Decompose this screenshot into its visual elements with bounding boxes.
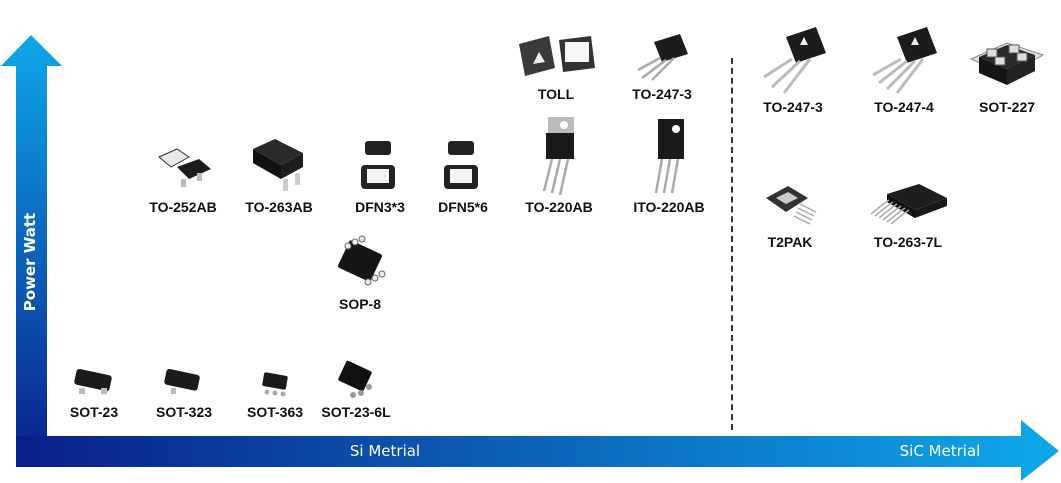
- sot323-icon: [129, 330, 239, 400]
- sot363-icon: [220, 330, 330, 400]
- to2473-icon: [607, 27, 717, 82]
- package-dfn5x6: DFN5*6: [408, 125, 518, 215]
- package-to-220ab: TO-220AB: [504, 115, 614, 215]
- package-to-263ab: TO-263AB: [224, 125, 334, 215]
- package-to-247-4: TO-247-4: [849, 25, 959, 115]
- package-t2pak: T2PAK: [735, 160, 845, 250]
- package-to-247-3-sic: TO-247-3: [738, 25, 848, 115]
- to252ab-icon: [128, 125, 238, 195]
- to263ab-icon: [224, 125, 334, 195]
- sop8-icon: [305, 222, 415, 292]
- to220ab-icon: [504, 115, 614, 195]
- package-to-263-7l: TO-263-7L: [853, 160, 963, 250]
- dfn33-icon: [325, 125, 435, 195]
- sot236l-icon: [301, 330, 411, 400]
- sot23-icon: [39, 330, 149, 400]
- to2473-icon: [738, 25, 848, 95]
- x-axis-label-si: Si Metrial: [349, 442, 421, 460]
- package-sot-23: SOT-23: [39, 330, 149, 420]
- package-sot-23-6l: SOT-23-6L: [301, 330, 411, 420]
- dfn56-icon: [408, 125, 518, 195]
- toll-icon: [501, 27, 611, 82]
- package-sot-227: SOT-227: [952, 25, 1061, 115]
- package-sot-323: SOT-323: [129, 330, 239, 420]
- package-ito-220ab: ITO-220AB: [614, 115, 724, 215]
- y-axis-label: Power Watt: [21, 212, 39, 312]
- t2pak-icon: [735, 160, 845, 230]
- x-axis-arrow: [16, 420, 1059, 481]
- sot227-icon: [952, 25, 1061, 95]
- si-sic-divider: [731, 58, 733, 430]
- to2474-icon: [849, 25, 959, 95]
- package-sop-8: SOP-8: [305, 222, 415, 312]
- package-toll: TOLL: [501, 27, 611, 102]
- package-dfn3x3: DFN3*3: [325, 125, 435, 215]
- to2637l-icon: [853, 160, 963, 230]
- y-axis-arrow: [1, 35, 62, 467]
- x-axis-label-sic: SiC Metrial: [899, 442, 981, 460]
- package-to-252ab: TO-252AB: [128, 125, 238, 215]
- package-sot-363: SOT-363: [220, 330, 330, 420]
- ito220ab-icon: [614, 115, 724, 195]
- package-to-247-3-si: TO-247-3: [607, 27, 717, 102]
